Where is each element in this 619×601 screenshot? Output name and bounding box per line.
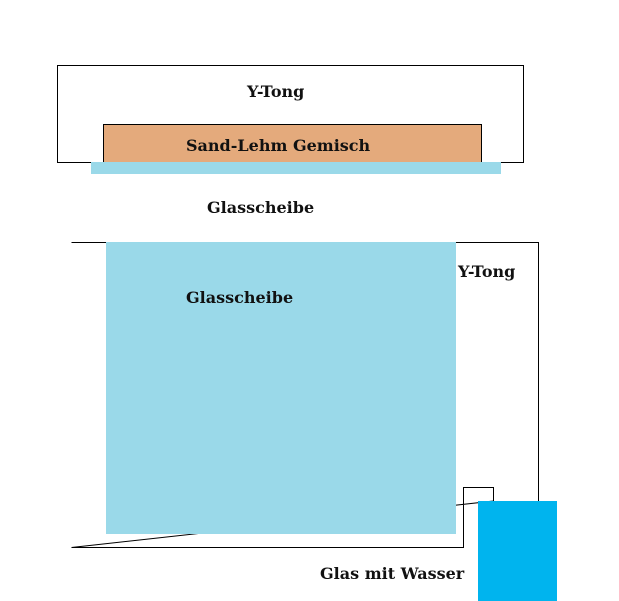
water-glass-label: Glas mit Wasser xyxy=(320,564,465,583)
water-glass xyxy=(478,501,557,601)
top-ytong-label: Y-Tong xyxy=(247,82,305,101)
main-glass-label: Glasscheibe xyxy=(186,288,294,307)
top-glass-label: Glasscheibe xyxy=(207,198,315,217)
top-glass-pane xyxy=(91,162,501,174)
sand-lehm-label: Sand-Lehm Gemisch xyxy=(186,136,371,155)
bottom-ytong-label: Y-Tong xyxy=(458,262,516,281)
main-glass-pane xyxy=(106,242,456,534)
sand-lehm-layer xyxy=(103,124,482,163)
